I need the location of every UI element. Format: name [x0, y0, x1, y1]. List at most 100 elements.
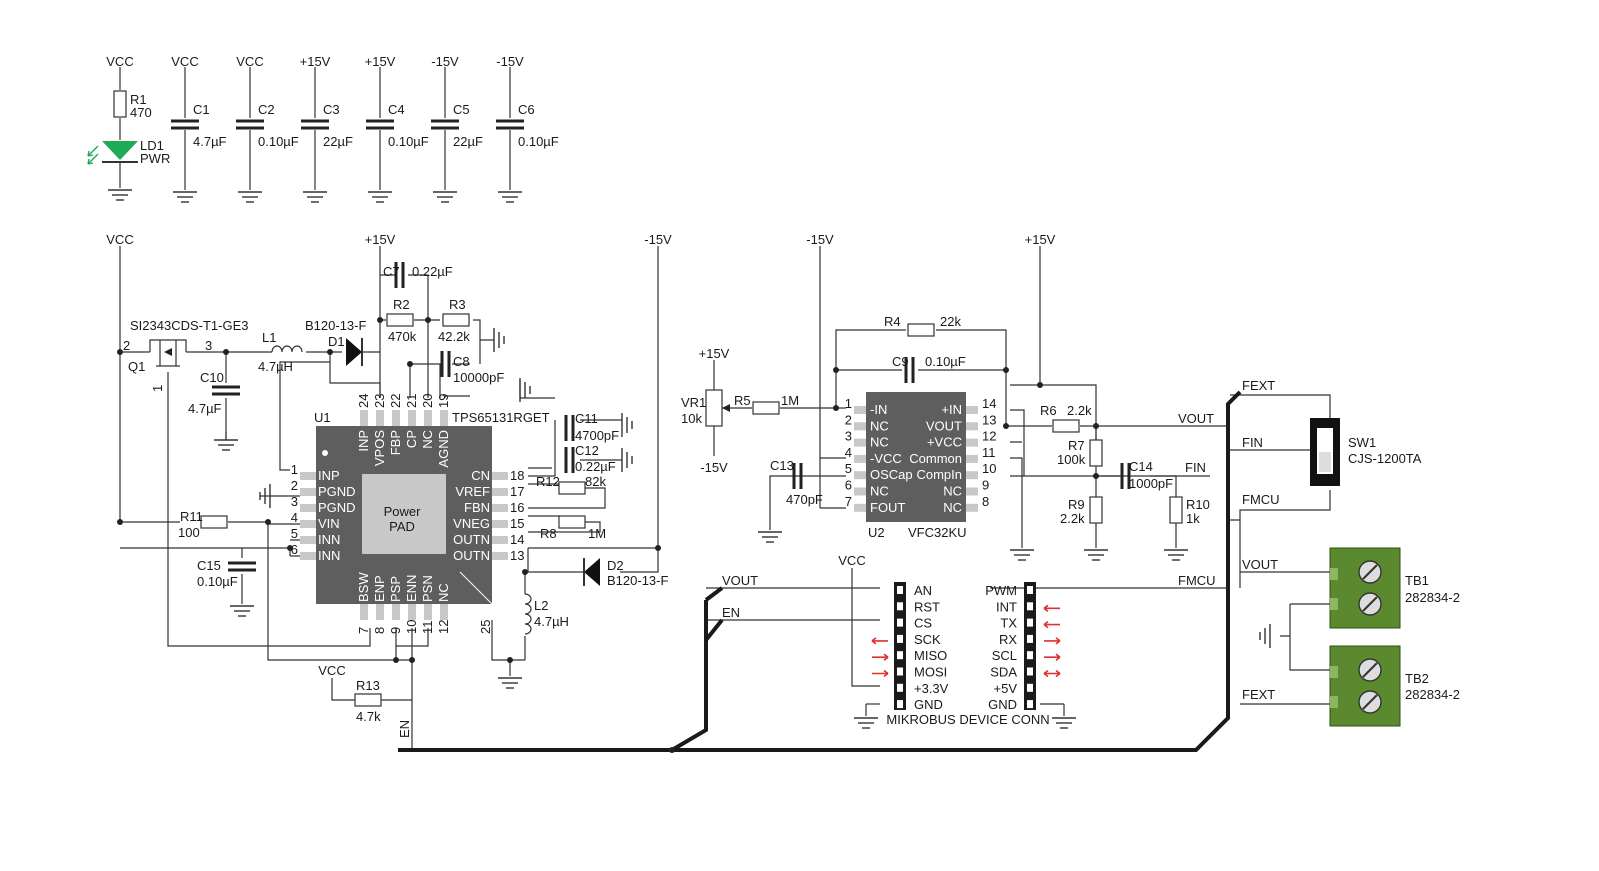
junction-17	[1037, 382, 1043, 388]
junction-16	[1003, 367, 1009, 373]
mikrobus-pin-cs-l	[897, 618, 903, 627]
c14-ref: C14	[1129, 459, 1153, 474]
fin-net-label-sw: FIN	[1242, 435, 1263, 450]
u1-pad-label-2: PAD	[389, 519, 415, 534]
c15-value: 0.10µF	[197, 574, 238, 589]
mikrobus-pin-5v-r	[1027, 683, 1033, 692]
tb1-screw-slot-0	[1362, 564, 1378, 580]
c3-capacitor	[301, 119, 329, 130]
c9-value: 0.10µF	[925, 354, 966, 369]
gnd-l2	[498, 677, 522, 689]
u2-pin-2	[854, 422, 866, 431]
r12-value: 82k	[585, 474, 606, 489]
fmcu-net-label-mb: FMCU	[1178, 573, 1216, 588]
u1-pin-num-14: 14	[510, 532, 524, 547]
r2-value: 470k	[388, 329, 417, 344]
u2-pin-name-12: +VCC	[927, 435, 962, 450]
vr1-value: 10k	[681, 411, 702, 426]
u2-pin-num-14: 14	[982, 396, 996, 411]
u1-pin-2	[300, 488, 316, 496]
u1-pin-num-13: 13	[510, 548, 524, 563]
u1-pin-3	[300, 504, 316, 512]
mikrobus-header-left	[894, 582, 906, 710]
mikrobus-title: MIKROBUS DEVICE CONN	[886, 712, 1049, 727]
mikrobus-label-mosi-l: MOSI	[914, 665, 947, 680]
u2-pin-10	[966, 471, 978, 480]
junction-20	[1003, 423, 1009, 429]
supply-label-c2: VCC	[236, 54, 263, 69]
u1-pin-12	[440, 604, 448, 620]
u1-pin-name-10: ENN	[404, 575, 419, 602]
r8-value: 1M	[588, 526, 606, 541]
mikrobus-label-sda-r: SDA	[990, 665, 1017, 680]
gnd-c5	[433, 191, 457, 203]
r1-value: 470	[130, 105, 152, 120]
u1-pin-num-3: 3	[291, 494, 298, 509]
r6-value: 2.2k	[1067, 403, 1092, 418]
vcc-label-r13: VCC	[318, 663, 345, 678]
m15-label-vfc: -15V	[806, 232, 834, 247]
r1-ref: R1	[130, 92, 147, 107]
mikrobus-pin-miso-l	[897, 651, 903, 660]
mikrobus-label-33v-l: +3.3V	[914, 681, 949, 696]
ld1-ref: LD1	[140, 138, 164, 153]
junction-12	[393, 657, 399, 663]
u1-pin-17	[492, 488, 508, 496]
gnd-ld1	[108, 189, 132, 201]
vcc-label-power: VCC	[106, 232, 133, 247]
u2-pin-name-2: NC	[870, 418, 889, 433]
arrow-tx-icon	[1043, 620, 1060, 629]
c10-ref: C10	[200, 370, 224, 385]
gnd-c13	[758, 531, 782, 543]
u2-pin-name-13: VOUT	[926, 418, 962, 433]
tb2-ref: TB2	[1405, 671, 1429, 686]
tb1-part: 282834-2	[1405, 590, 1460, 605]
u1-pin-name-7: BSW	[356, 572, 371, 602]
gnd-r3	[493, 328, 505, 352]
r10-value: 1k	[1186, 511, 1200, 526]
u2-pin-name-7: FOUT	[870, 500, 905, 515]
u2-pin-11	[966, 454, 978, 463]
arrow-sda-icon	[1043, 669, 1061, 678]
u1-pin-name-11: PSN	[420, 575, 435, 602]
en-net-label-mb: EN	[722, 605, 740, 620]
q1-pin2: 2	[123, 338, 130, 353]
u1-pin-14	[492, 536, 508, 544]
u1-pin-name-8: ENP	[372, 575, 387, 602]
arrow-scl-icon	[1044, 653, 1061, 661]
r13-value: 4.7k	[356, 709, 381, 724]
gnd-c10	[214, 439, 238, 451]
u1-pin-7	[360, 604, 368, 620]
r2-resistor	[386, 313, 414, 327]
u1-pin-num-9: 9	[388, 627, 403, 634]
q1-mosfet	[149, 339, 187, 367]
c7-value: 0.22µF	[412, 264, 453, 279]
gnd-r9	[1084, 549, 1108, 561]
u1-pin-num-21: 21	[404, 394, 419, 408]
r12-resistor	[558, 481, 586, 495]
gnd-c12	[621, 448, 633, 472]
u1-pin-20	[424, 410, 432, 426]
u1-pin-num-25: 25	[478, 620, 493, 634]
l2-ref: L2	[534, 598, 548, 613]
r4-ref: R4	[884, 314, 901, 329]
u1-pin-name-4: VIN	[318, 516, 340, 531]
tb2-screw-slot-1	[1362, 694, 1378, 710]
c8-value: 10000pF	[453, 370, 504, 385]
vcc-label-mikrobus: VCC	[838, 553, 865, 568]
junction-11	[507, 657, 513, 663]
c5-capacitor	[431, 119, 459, 130]
vout-net-label-mb: VOUT	[722, 573, 758, 588]
u2-pin-num-3: 3	[845, 429, 852, 444]
mikrobus-label-pwm-r: PWM	[985, 583, 1017, 598]
u2-pin-8	[966, 503, 978, 512]
u1-pin-num-2: 2	[291, 478, 298, 493]
supply-label-c3: +15V	[300, 54, 331, 69]
supply-label-c1: VCC	[171, 54, 198, 69]
mikrobus-label-gnd-r: GND	[988, 697, 1017, 712]
u1-pin-name-13: OUTN	[453, 548, 490, 563]
r8-resistor	[558, 515, 586, 529]
r12-ref: R12	[536, 474, 560, 489]
mikrobus-label-cs-l: CS	[914, 616, 932, 631]
m15-label-power: -15V	[644, 232, 672, 247]
